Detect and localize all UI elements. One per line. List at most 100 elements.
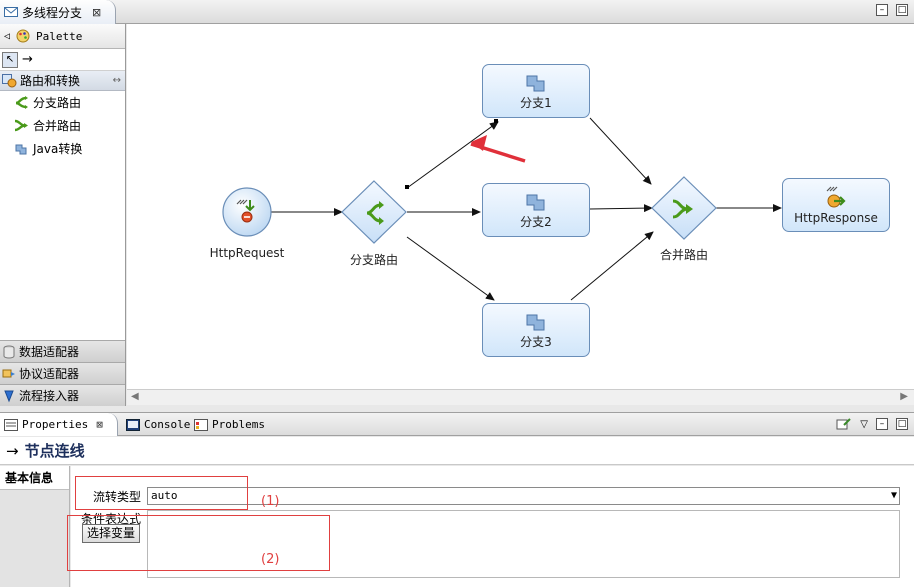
canvas-horizontal-scrollbar[interactable]: ◀ ▶ [127,389,914,405]
view-buttons: ▽ – □ [836,417,908,431]
connection-tool-icon[interactable]: → [22,52,33,67]
palette-item-label: 合并路由 [33,119,82,133]
drawer-routing-label: 路由和转换 [20,74,81,88]
branch2-node[interactable]: 分支2 [482,183,590,237]
palette-item-java[interactable]: Java转换 [0,137,125,160]
flow-access-icon [4,390,14,402]
tab-label: Properties [22,418,89,431]
view-tab-bar: Properties ⊠ Console Problems ▽ – □ [0,412,914,436]
merge-route-icon [672,199,693,219]
connection-b3-merge[interactable] [570,231,654,301]
maximize-icon[interactable]: □ [896,4,908,16]
palette-icon [16,29,30,43]
annotation-box-1 [75,476,248,510]
connection-b1-merge[interactable] [589,117,652,185]
http-response-node[interactable]: HttpResponse [782,178,890,232]
drawer-label: 数据适配器 [19,345,80,359]
merge-route-node[interactable] [651,176,717,240]
branch3-node[interactable]: 分支3 [482,303,590,357]
view-menu-icon[interactable]: ▽ [860,418,868,430]
connection-branch-b1[interactable] [406,121,499,189]
properties-body: 流转类型 auto ▼ 条件表达式 选择变量 (1) (2) [67,466,914,587]
annotation-label-1: (1) [261,494,280,509]
flow-type-value: auto [151,489,178,502]
routing-drawer-icon [2,73,17,87]
drawer-protocol-adapter[interactable]: 协议适配器 [0,362,125,384]
palette-item-branch[interactable]: 分支路由 [0,91,125,114]
http-request-icon [236,199,255,223]
connection-branch-b3[interactable] [406,236,495,301]
close-icon[interactable]: ⊠ [96,418,103,431]
java-transform-icon [15,144,27,154]
connections-layer [222,117,782,301]
connection-arrow-icon: → [6,441,19,460]
properties-title-bar: → 节点连线 [0,437,914,465]
selection-handle[interactable] [494,119,498,123]
drawer-label: 流程接入器 [19,389,80,403]
editor-window-buttons: – □ [876,4,908,16]
branch-route-icon [366,201,384,225]
connection-b2-merge[interactable] [589,204,653,213]
flow-type-select[interactable]: auto ▼ [147,487,900,505]
palette-item-merge[interactable]: 合并路由 [0,114,125,137]
editor-tab-bar: 多线程分支 ⊠ – □ [0,0,914,24]
properties-side-tabs: 基本信息 [0,466,70,587]
condition-expression-input[interactable] [147,510,900,578]
minimize-icon[interactable]: – [876,4,888,16]
flow-type-label: 流转类型 [93,490,142,504]
tab-label: Console [144,418,191,431]
pin-icon[interactable]: ↔ [112,75,121,86]
properties-icon [4,418,18,431]
diagram-canvas[interactable]: 分支1 分支2 分支3 HttpResponse HttpRequest 分支路… [127,24,914,389]
java-transform-icon [526,314,545,331]
drawer-routing[interactable]: 路由和转换 ↔ [0,71,125,91]
editor-tab-title: 多线程分支 [22,5,83,20]
scroll-right-icon[interactable]: ▶ [900,391,908,402]
protocol-icon [2,369,15,377]
branch-route-label: 分支路由 [349,253,398,267]
palette-title: Palette [36,29,83,43]
tab-label: Problems [212,418,265,431]
branch-route-icon [15,96,28,109]
drawer-data-adapter[interactable]: 数据适配器 [0,340,125,362]
annotation-label-2: (2) [261,552,280,567]
branch-route-node[interactable] [341,180,407,244]
properties-title: 节点连线 [24,442,85,460]
java-transform-icon [526,75,545,92]
merge-route-icon [14,119,28,132]
tab-properties[interactable]: Properties ⊠ [0,413,118,436]
node-label: 分支1 [520,96,552,110]
pin-view-icon[interactable] [836,417,852,431]
palette-panel: ◁ Palette ↖ → 路由和转换 ↔ 分支路由 合并路由 Java转换 数… [0,24,126,406]
editor-tab[interactable]: 多线程分支 ⊠ [0,0,116,24]
chevron-down-icon[interactable]: ▼ [890,490,897,501]
merge-route-label: 合并路由 [659,248,708,262]
tab-basic-info[interactable]: 基本信息 [0,466,69,490]
scroll-left-icon[interactable]: ◀ [131,391,139,402]
branch1-node[interactable]: 分支1 [482,64,590,118]
java-transform-icon [526,194,545,211]
palette-item-label: Java转换 [33,142,83,156]
collapse-arrow-icon[interactable]: ◁ [4,30,11,42]
node-label: 分支3 [520,335,552,349]
close-icon[interactable]: ⊠ [92,5,102,19]
drawer-flow-access[interactable]: 流程接入器 [0,384,125,406]
annotation-box-2 [67,515,330,571]
envelope-icon [4,7,18,17]
http-response-icon [826,186,846,208]
select-tool-icon[interactable]: ↖ [2,51,18,68]
palette-item-label: 分支路由 [33,96,82,110]
tab-problems[interactable]: Problems [190,413,269,436]
red-annotation-arrow [470,135,526,163]
selection-handle[interactable] [405,185,409,189]
maximize-icon[interactable]: □ [896,418,908,430]
palette-header[interactable]: ◁ Palette [0,24,125,49]
select-variable-button[interactable]: 选择变量 [82,524,141,543]
tab-console[interactable]: Console [122,413,194,436]
drawer-label: 协议适配器 [19,367,80,381]
http-request-label: HttpRequest [209,246,285,260]
http-request-node[interactable] [222,187,272,237]
minimize-icon[interactable]: – [876,418,888,430]
console-icon [126,418,140,431]
